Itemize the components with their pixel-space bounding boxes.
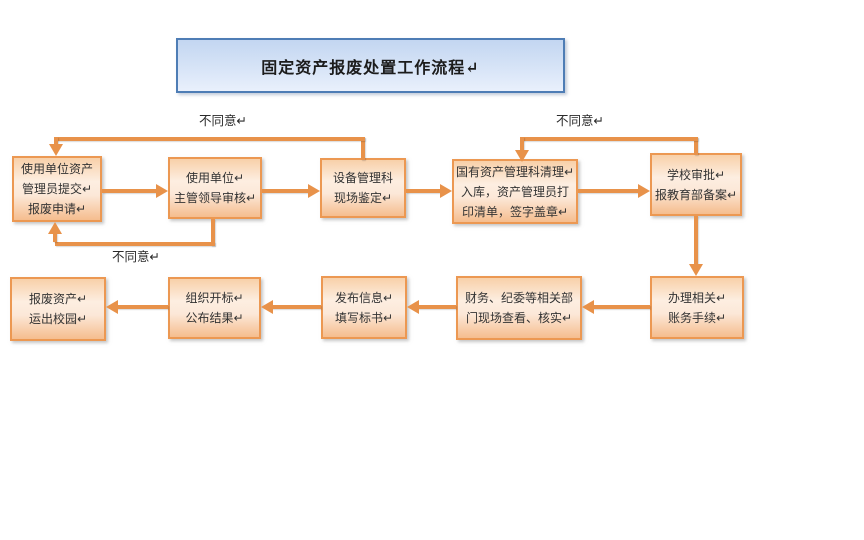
node-bid-opening-results-label: 组织开标↵ 公布结果↵ (185, 291, 244, 325)
feedback-school-to-stateasset-riser (694, 137, 698, 155)
node-publish-info-bid-label: 发布信息↵ 填写标书↵ (334, 290, 394, 325)
feedback-equipment-to-submit-line (54, 137, 365, 141)
connector-publish-to-bidopening-line (271, 305, 321, 309)
feedback-review-to-submit-line (55, 242, 215, 246)
connector-verification-to-publish-arrowhead-icon (407, 300, 419, 314)
node-equipment-dept-appraisal: 设备管理科 现场鉴定↵ (320, 158, 406, 218)
node-leader-review: 使用单位↵ 主管领导审核↵ (168, 157, 262, 219)
node-bid-opening-results: 组织开标↵ 公布结果↵ (168, 277, 261, 339)
connector-equipment-to-stateasset-arrowhead-icon (440, 184, 452, 198)
connector-stateasset-to-school-arrowhead-icon (638, 184, 650, 198)
label-disagree-top-left: 不同意↵ (199, 113, 247, 128)
connector-bidopening-to-moveout-line (116, 305, 168, 309)
connector-account-to-verification-line (592, 305, 650, 309)
connector-publish-to-bidopening-arrowhead-icon (261, 300, 273, 314)
node-account-procedures: 办理相关↵ 账务手续↵ (650, 276, 744, 339)
node-assets-move-out-label: 报废资产↵ 运出校园↵ (28, 292, 88, 326)
connector-account-to-verification-arrowhead-icon (582, 300, 594, 314)
node-onsite-verification: 财务、纪委等相关部 门现场查看、核实↵ (456, 276, 582, 340)
label-disagree-top-right: 不同意↵ (556, 113, 604, 128)
feedback-equipment-to-submit-riser (361, 137, 365, 160)
node-onsite-verification-label: 财务、纪委等相关部 门现场查看、核实↵ (464, 291, 573, 325)
connector-stateasset-to-school-line (578, 189, 640, 193)
connector-school-to-account-arrowhead-icon (689, 264, 703, 276)
label-disagree-bottom-left: 不同意↵ (112, 249, 160, 264)
node-school-approval: 学校审批↵ 报教育部备案↵ (650, 153, 742, 216)
feedback-equipment-to-submit-arrowhead-icon (49, 144, 63, 156)
node-state-asset-dept-cleanup-label: 国有资产管理科清理↵ 入库，资产管理员打 印清单，签字盖章↵ (455, 164, 575, 219)
node-submit-application: 使用单位资产 管理员提交↵ 报废申请↵ (12, 156, 102, 222)
node-account-procedures-label: 办理相关↵ 账务手续↵ (667, 290, 727, 325)
feedback-school-to-stateasset-line (520, 137, 698, 141)
connector-submit-to-review-line (102, 189, 158, 193)
flowchart-title-box: 固定资产报废处置工作流程↵ (176, 38, 565, 93)
node-publish-info-bid: 发布信息↵ 填写标书↵ (321, 276, 407, 339)
connector-review-to-equipment-arrowhead-icon (308, 184, 320, 198)
connector-school-to-account-line (694, 216, 698, 266)
feedback-school-to-stateasset-arrowhead-icon (515, 150, 529, 162)
feedback-review-to-submit-arrowhead-icon (48, 222, 62, 234)
connector-equipment-to-stateasset-line (406, 189, 442, 193)
node-assets-move-out: 报废资产↵ 运出校园↵ (10, 277, 106, 341)
connector-verification-to-publish-line (417, 305, 456, 309)
connector-submit-to-review-arrowhead-icon (156, 184, 168, 198)
node-state-asset-dept-cleanup: 国有资产管理科清理↵ 入库，资产管理员打 印清单，签字盖章↵ (452, 159, 578, 224)
node-leader-review-label: 使用单位↵ 主管领导审核↵ (173, 171, 257, 205)
connector-review-to-equipment-line (262, 189, 310, 193)
connector-bidopening-to-moveout-arrowhead-icon (106, 300, 118, 314)
feedback-equipment-to-submit-drop (54, 137, 58, 146)
feedback-review-to-submit-riser (53, 232, 57, 242)
node-submit-application-label: 使用单位资产 管理员提交↵ 报废申请↵ (20, 162, 93, 216)
flowchart-title: 固定资产报废处置工作流程↵ (261, 57, 480, 77)
node-school-approval-label: 学校审批↵ 报教育部备案↵ (654, 167, 738, 202)
feedback-review-to-submit-drop (211, 219, 215, 246)
node-equipment-dept-appraisal-label: 设备管理科 现场鉴定↵ (332, 171, 393, 205)
feedback-school-to-stateasset-drop (520, 137, 524, 151)
